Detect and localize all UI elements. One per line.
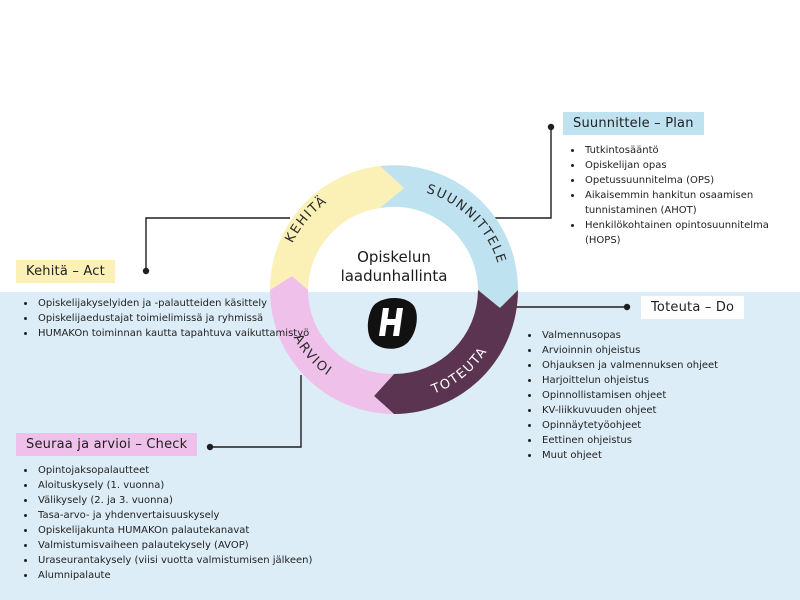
connector-plan <box>495 127 552 219</box>
cycle-segment-act <box>269 166 404 290</box>
connector-dot-act <box>142 267 150 275</box>
center-title-line1: Opiskelun <box>357 248 431 266</box>
list-item: Henkilökohtainen opintosuunnitelma (HOPS… <box>583 218 798 248</box>
list-item: Tasa-arvo- ja yhdenvertaisuuskysely <box>36 508 366 523</box>
do-heading: Toteuta – Do <box>641 296 745 319</box>
list-item: Opiskelijakunta HUMAKOn palautekanavat <box>36 523 366 538</box>
list-item: Opiskelijaedustajat toimielimissä ja ryh… <box>36 311 311 326</box>
plan-list: Tutkintosääntö Opiskelijan opas Opetussu… <box>565 143 798 248</box>
list-item: Opintojaksopalautteet <box>36 463 366 478</box>
check-heading: Seuraa ja arvioi – Check <box>16 433 198 456</box>
list-item: Aloituskysely (1. vuonna) <box>36 478 366 493</box>
list-item: Tutkintosääntö <box>583 143 798 158</box>
list-item: Valmennusopas <box>540 328 800 343</box>
act-heading: Kehitä – Act <box>16 260 115 283</box>
connector-act <box>145 217 290 271</box>
humak-logo-icon <box>367 297 417 349</box>
list-item: Opiskelijan opas <box>583 158 798 173</box>
list-item: Opinnäytetyöohjeet <box>540 418 800 433</box>
list-item: Ohjauksen ja valmennuksen ohjeet <box>540 358 800 373</box>
connector-check <box>210 375 302 448</box>
connector-dot-plan <box>547 123 555 131</box>
cycle-segment-do <box>374 290 518 414</box>
list-item: Alumnipalaute <box>36 568 366 583</box>
check-list: Opintojaksopalautteet Aloituskysely (1. … <box>18 463 366 583</box>
plan-heading: Suunnittele – Plan <box>563 112 704 135</box>
list-item: Muut ohjeet <box>540 448 800 463</box>
diagram-center-title: Opiskelun laadunhallinta <box>313 248 475 286</box>
do-list: Valmennusopas Arvioinnin ohjeistus Ohjau… <box>522 328 800 463</box>
cycle-segment-plan <box>380 165 519 308</box>
connector-dot-do <box>623 303 631 311</box>
act-list: Opiskelijakyselyiden ja -palautteiden kä… <box>18 296 311 341</box>
list-item: Aikaisemmin hankitun osaamisen tunnistam… <box>583 188 798 218</box>
list-item: Arvioinnin ohjeistus <box>540 343 800 358</box>
list-item: Valmistumisvaiheen palautekysely (AVOP) <box>36 538 366 553</box>
list-item: Eettinen ohjeistus <box>540 433 800 448</box>
cycle-segment-check <box>270 276 394 414</box>
list-item: KV-liikkuvuuden ohjeet <box>540 403 800 418</box>
list-item: Uraseurantakysely (viisi vuotta valmistu… <box>36 553 366 568</box>
list-item: Harjoittelun ohjeistus <box>540 373 800 388</box>
list-item: HUMAKOn toiminnan kautta tapahtuva vaiku… <box>36 326 311 341</box>
connector-dot-check <box>206 443 214 451</box>
list-item: Opiskelijakyselyiden ja -palautteiden kä… <box>36 296 311 311</box>
list-item: Opetussuunnitelma (OPS) <box>583 173 798 188</box>
list-item: Opinnollistamisen ohjeet <box>540 388 800 403</box>
center-title-line2: laadunhallinta <box>340 267 448 285</box>
list-item: Välikysely (2. ja 3. vuonna) <box>36 493 366 508</box>
